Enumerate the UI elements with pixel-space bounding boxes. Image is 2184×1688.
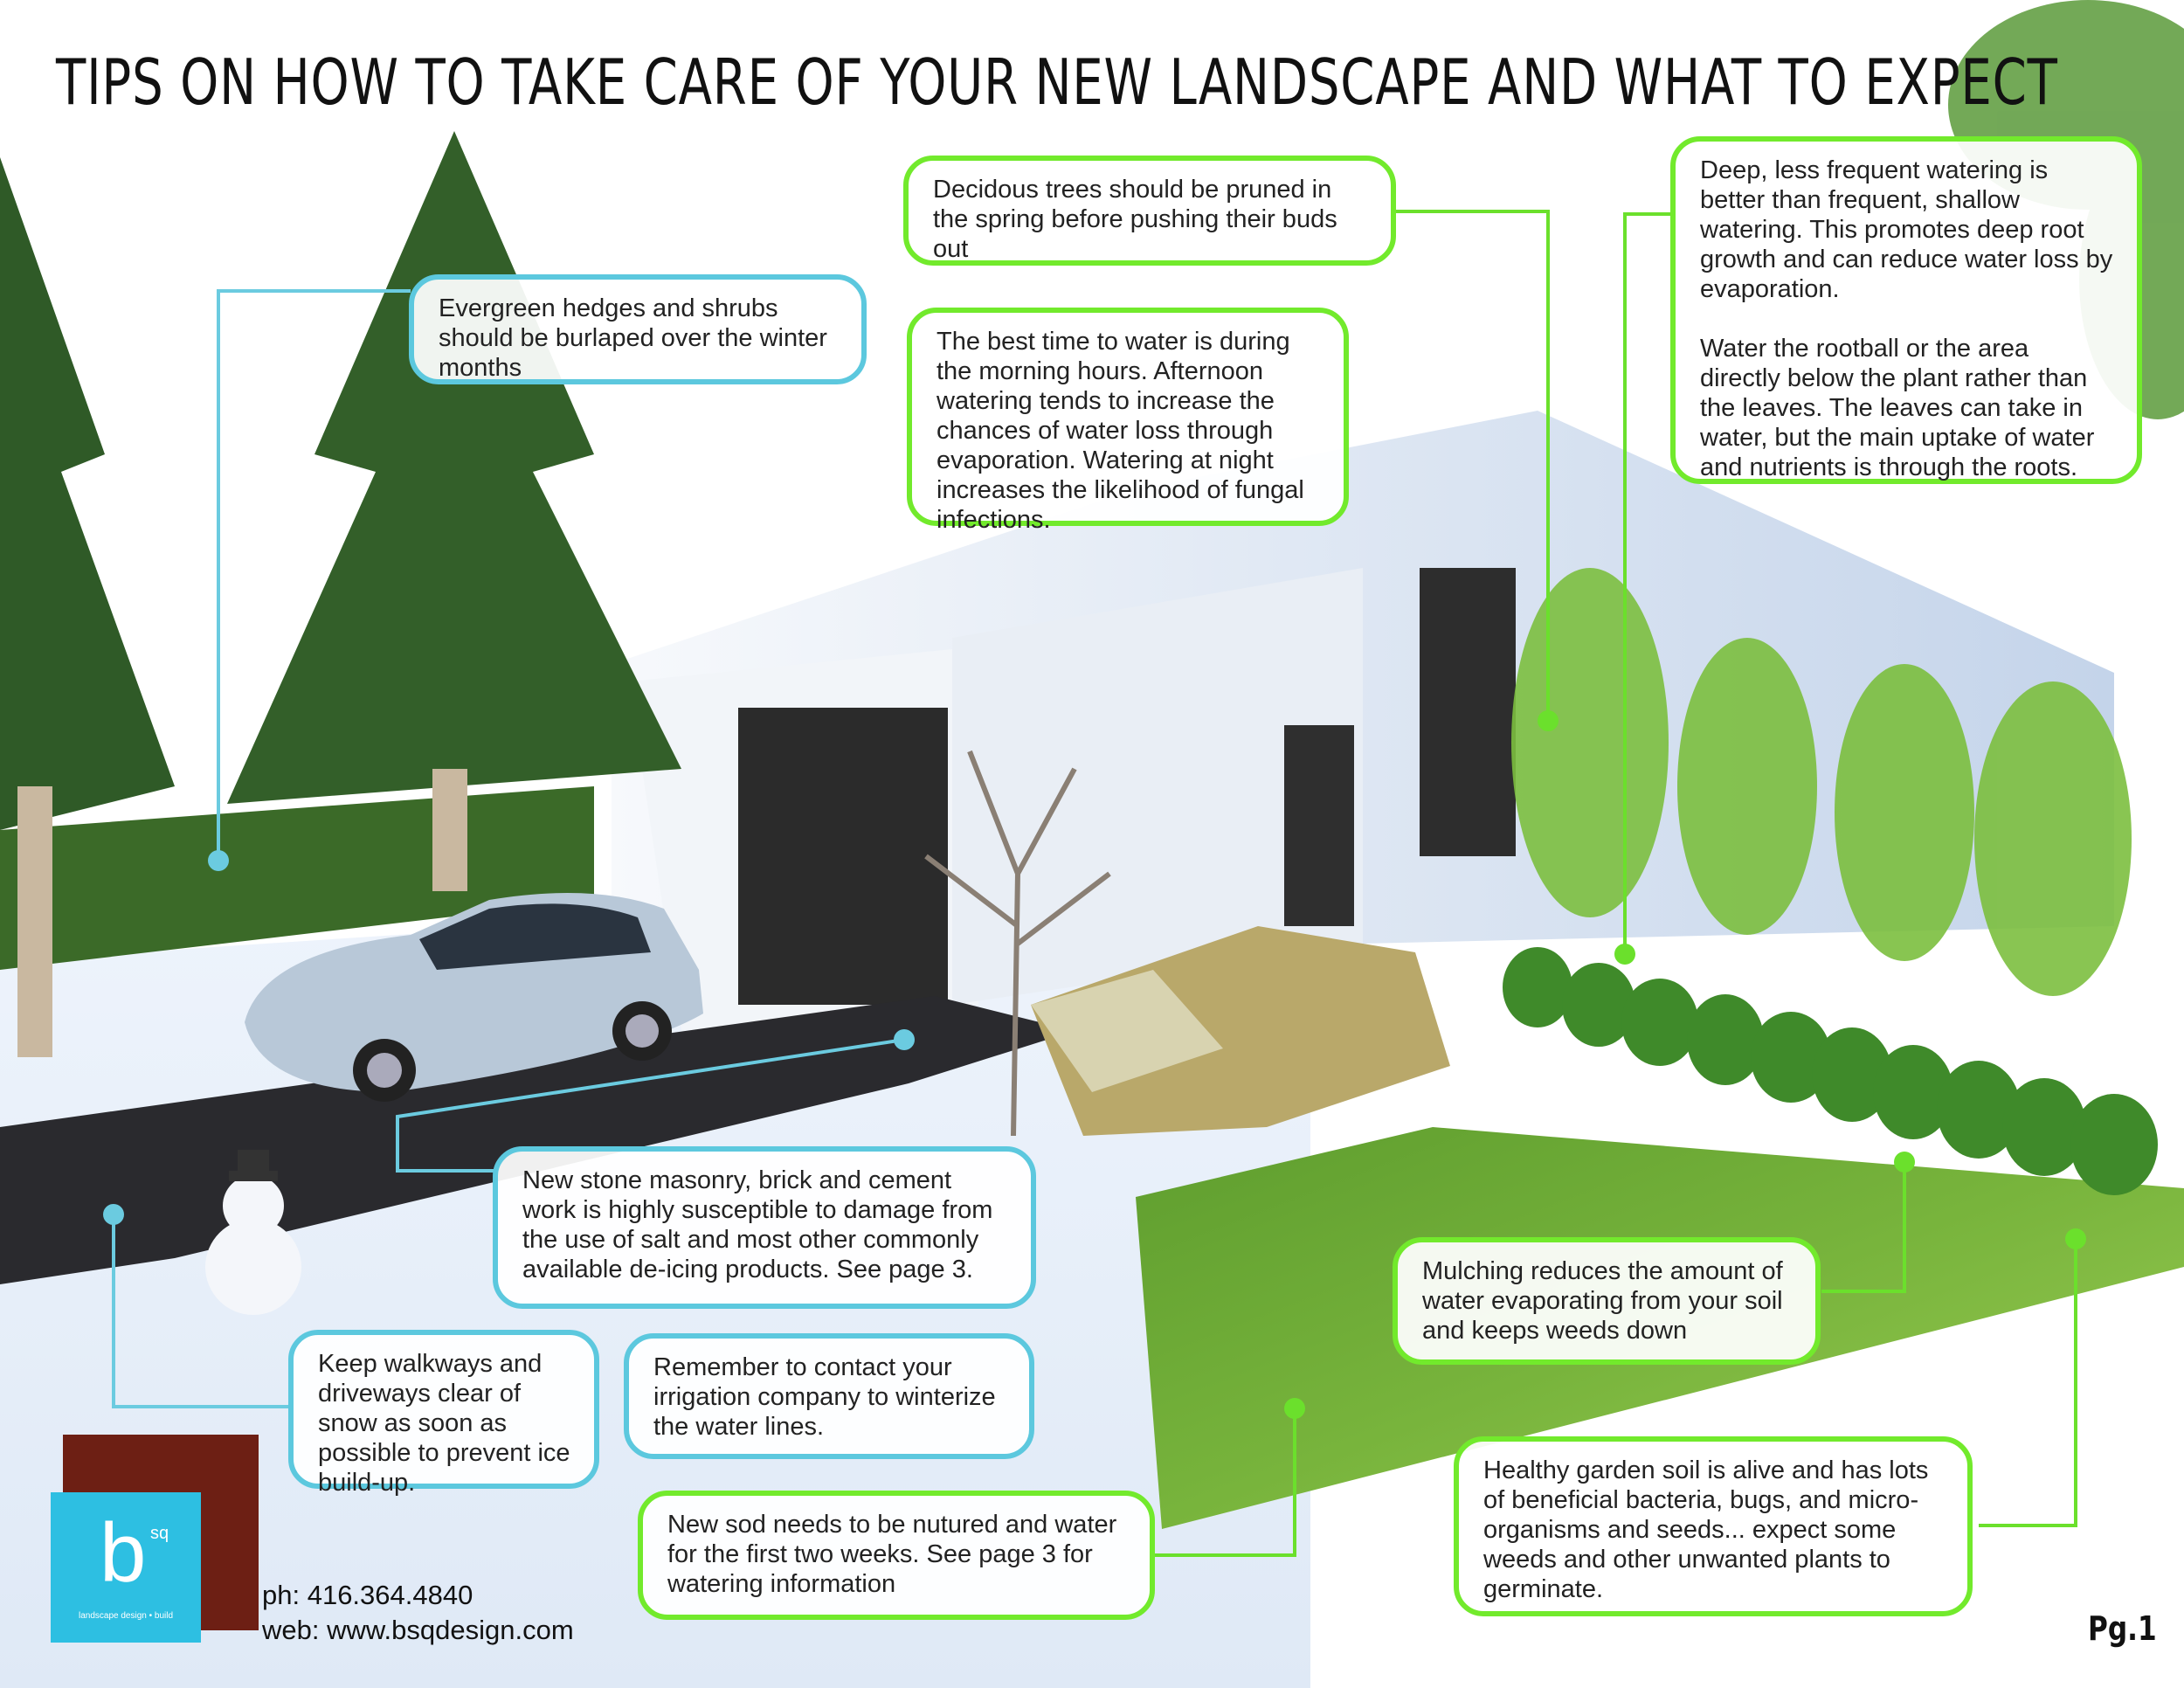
page-title: TIPS ON HOW TO TAKE CARE OF YOUR NEW LAN… <box>56 45 2058 119</box>
evergreen-tree <box>227 131 681 804</box>
phone-number: ph: 416.364.4840 <box>262 1580 473 1610</box>
snowman <box>205 1150 301 1315</box>
callout-text: Healthy garden soil is alive and has lot… <box>1483 1456 1929 1603</box>
callout-time-to-water: The best time to water is during the mor… <box>907 308 1349 534</box>
callout-text: New sod needs to be nutured and water fo… <box>667 1511 1117 1598</box>
bsq-logo: b sq landscape design • build <box>51 1492 201 1643</box>
callout-text: Water the rootball or the area directly … <box>1700 335 2095 481</box>
contact-info: ph: 416.364.4840 web: www.bsqdesign.com <box>262 1578 574 1648</box>
page-number: Pg.1 <box>2088 1609 2157 1648</box>
window-tall <box>1420 568 1516 856</box>
callout-masonry: New stone masonry, brick and cement work… <box>493 1146 1036 1309</box>
car <box>245 893 703 1102</box>
callout-text: Remember to contact your irrigation comp… <box>653 1353 996 1441</box>
callout-mulching: Mulching reduces the amount of water eva… <box>1393 1237 1821 1365</box>
evergreen-tree <box>0 157 175 830</box>
callout-burlap: Evergreen hedges and shrubs should be bu… <box>409 274 867 384</box>
callout-text: The best time to water is during the mor… <box>936 328 1304 534</box>
callout-text: New stone masonry, brick and cement work… <box>522 1166 993 1283</box>
house-front <box>952 568 1363 1005</box>
deciduous-trees <box>1511 568 2132 996</box>
callout-irrigation: Remember to contact your irrigation comp… <box>624 1333 1034 1459</box>
garage-door <box>738 708 948 1005</box>
callout-text: Mulching reduces the amount of water eva… <box>1422 1257 1783 1345</box>
callout-text: Decidous trees should be pruned in the s… <box>933 176 1337 263</box>
callout-text: Keep walkways and driveways clear of sno… <box>318 1350 570 1497</box>
logo-superscript: sq <box>150 1524 169 1543</box>
callout-text: Evergreen hedges and shrubs should be bu… <box>439 294 827 382</box>
callout-sod: New sod needs to be nutured and water fo… <box>638 1491 1155 1620</box>
bare-tree <box>924 750 1111 1137</box>
callout-deep-watering: Deep, less frequent watering is better t… <box>1670 136 2142 484</box>
boxwood-row <box>1503 947 2158 1195</box>
entry-door <box>1284 725 1354 926</box>
callout-walkways: Keep walkways and driveways clear of sno… <box>288 1330 599 1497</box>
callout-pruning: Decidous trees should be pruned in the s… <box>903 156 1396 266</box>
logo-tagline: landscape design • build <box>78 1611 174 1621</box>
connector-lines <box>103 210 2086 1557</box>
logo-letter: b <box>100 1506 147 1600</box>
callout-text: Deep, less frequent watering is better t… <box>1700 156 2113 303</box>
website: web: www.bsqdesign.com <box>262 1615 574 1645</box>
callout-soil: Healthy garden soil is alive and has lot… <box>1454 1436 1973 1616</box>
